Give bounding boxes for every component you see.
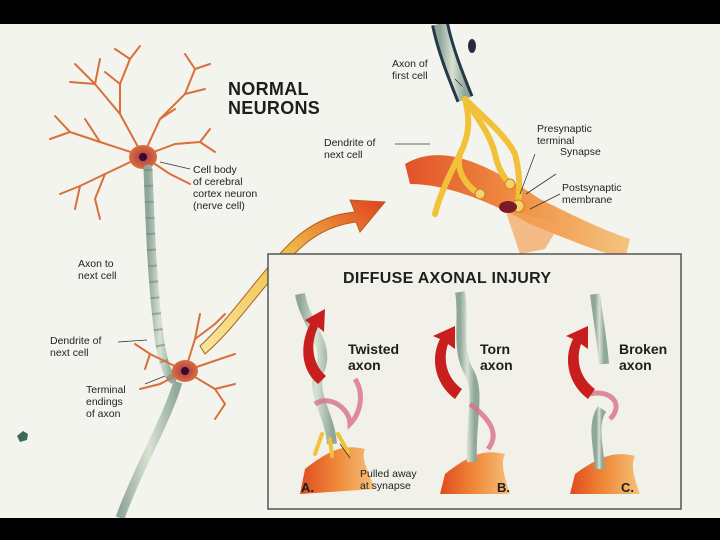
label-dendrite-next-cell-left: Dendrite of next cell — [50, 335, 101, 359]
injury-b-letter: B. — [497, 480, 510, 495]
cortex-neuron-dendrites — [50, 46, 215, 219]
label-axon-first-cell: Axon of first cell — [392, 58, 428, 82]
injury-b-label: Torn axon — [480, 341, 513, 373]
diagram-panel: NORMAL NEURONS DIFFUSE AXONAL INJURY Axo… — [0, 24, 720, 518]
injury-c-label: Broken axon — [619, 341, 667, 373]
normal-neurons-title: NORMAL NEURONS — [228, 80, 320, 118]
injury-c-letter: C. — [621, 480, 634, 495]
label-pulled-away: Pulled away at synapse — [360, 468, 417, 492]
axon-to-next-cell — [148, 169, 172, 379]
injury-a-letter: A. — [301, 480, 314, 495]
injury-a-label: Twisted axon — [348, 341, 399, 373]
label-synapse: Synapse — [560, 146, 601, 158]
synapse-closeup — [405, 24, 630, 259]
label-presynaptic-terminal: Presynaptic terminal — [537, 123, 592, 147]
label-axon-to-next-cell: Axon to next cell — [78, 258, 117, 282]
label-dendrite-next-cell-top: Dendrite of next cell — [324, 137, 375, 161]
next-cell-axon — [120, 382, 178, 518]
label-terminal-endings: Terminal endings of axon — [86, 384, 126, 420]
label-postsynaptic-membrane: Postsynaptic membrane — [562, 182, 622, 206]
label-cell-body: Cell body of cerebral cortex neuron (ner… — [193, 164, 257, 212]
diffuse-axonal-injury-title: DIFFUSE AXONAL INJURY — [343, 270, 551, 288]
